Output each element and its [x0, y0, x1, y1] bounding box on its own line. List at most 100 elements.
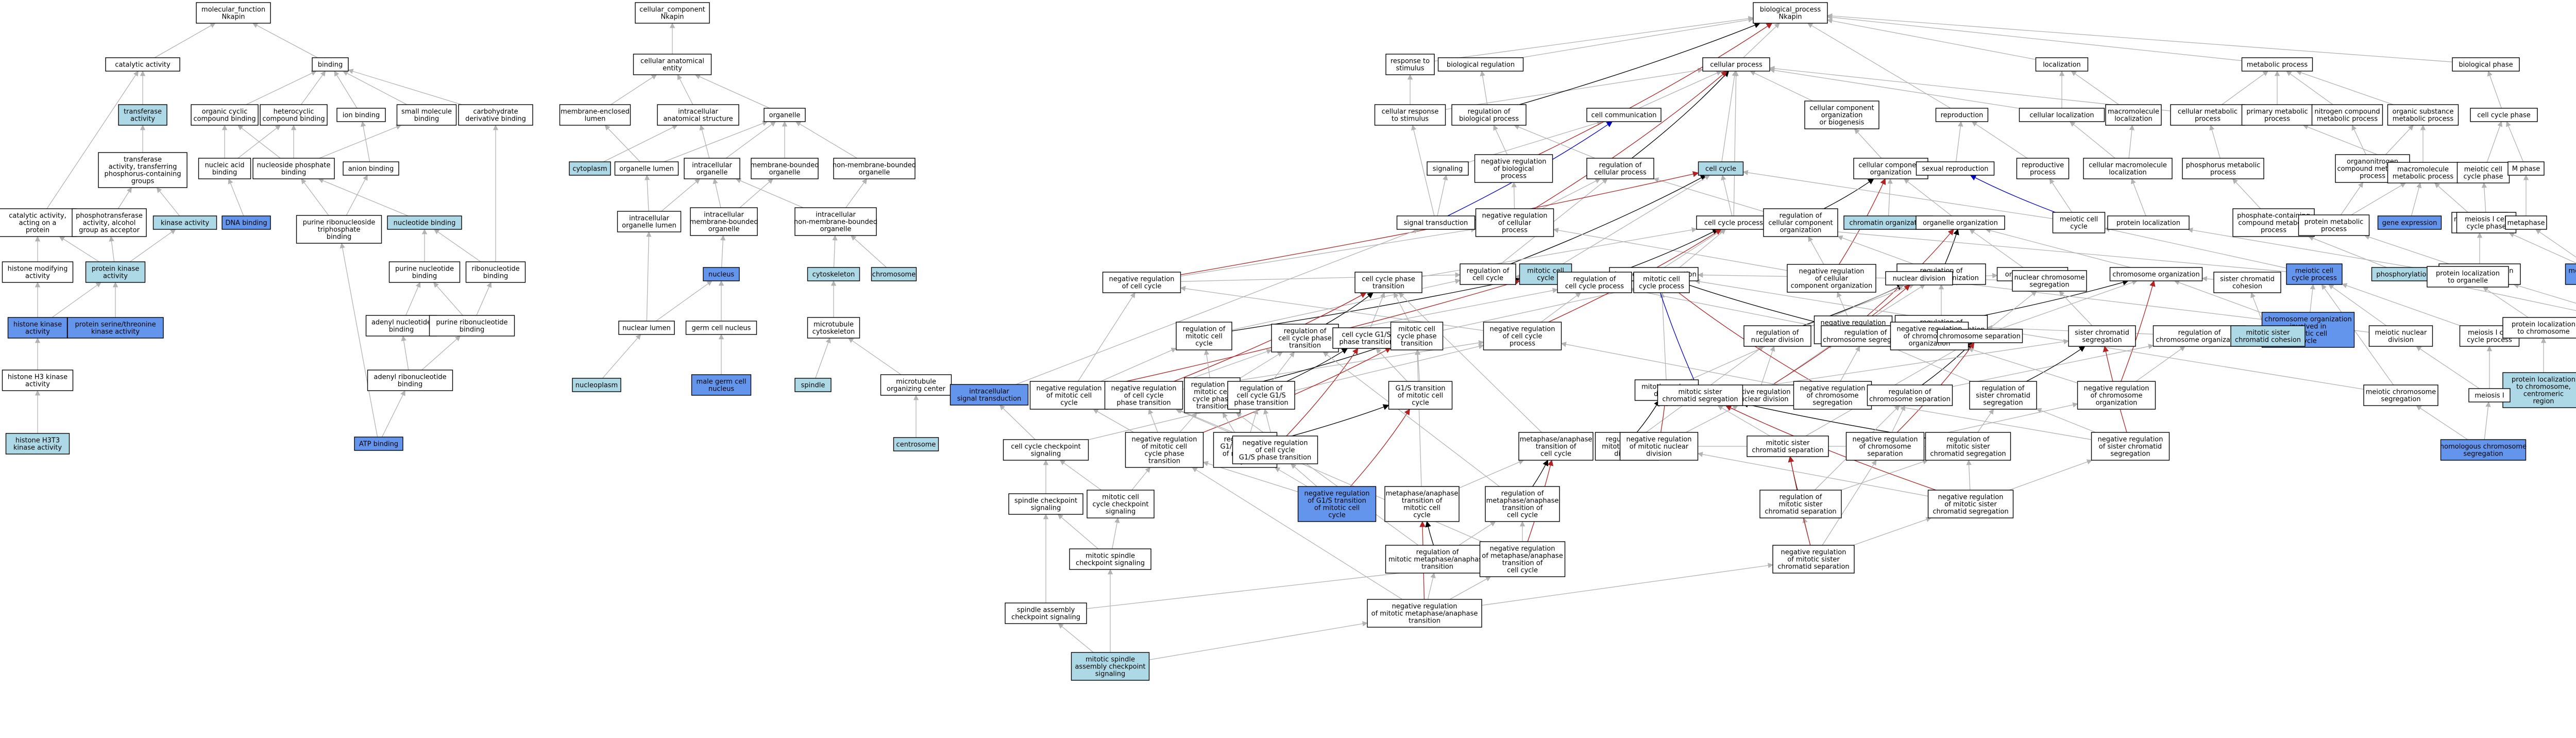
- relation-edge-is-a: [1826, 13, 2453, 62]
- relation-edge-is-a: [129, 229, 176, 262]
- relation-edge-part-of: [655, 280, 713, 322]
- relation-edge-is-a: [851, 235, 887, 268]
- go-term-box: [105, 57, 180, 72]
- relation-edge-is-a: [1742, 339, 2070, 390]
- go-term-node: chromosome: [871, 267, 917, 281]
- relation-edge-part-of: [661, 178, 701, 212]
- relation-edge-is-a: [1841, 459, 1928, 491]
- relation-edge-is-a: [1521, 17, 1754, 58]
- relation-edge-is-a: [2222, 71, 2268, 105]
- go-term-box: [198, 158, 251, 179]
- go-term-box: [2377, 215, 2442, 230]
- relation-edge-is-a: [1968, 347, 2078, 383]
- go-term-box: [260, 104, 328, 126]
- relation-edge-is-a: [1480, 70, 1488, 105]
- go-term-label: nuclear division: [1893, 275, 1945, 283]
- relation-edge-is-a: [1179, 412, 1197, 433]
- go-term-box: [2230, 325, 2306, 347]
- relation-edge-part-of: [602, 334, 641, 379]
- relation-edge-is-a: [405, 282, 421, 316]
- go-term-label: meiosis I: [2475, 392, 2504, 400]
- go-term-box: [1793, 381, 1872, 410]
- go-term-label: spindle: [801, 382, 825, 390]
- relation-edge-is-a: [2209, 125, 2221, 159]
- relation-edge-is-a: [2509, 232, 2576, 264]
- go-term-box: [152, 215, 217, 230]
- go-term-box: [1969, 381, 2037, 410]
- relation-edge-positively-regulates: [1970, 175, 2056, 213]
- go-term-box: [365, 315, 437, 337]
- go-term-label: ion binding: [343, 112, 380, 120]
- go-term-box: [617, 211, 682, 232]
- go-term-box: [2502, 317, 2576, 339]
- go-term-box: [684, 158, 740, 179]
- relation-edge-is-a: [2187, 227, 2428, 271]
- relation-edge-is-a: [1100, 347, 1177, 382]
- go-term-box: [807, 267, 860, 281]
- relation-edge-is-a: [381, 390, 405, 438]
- go-term-node: cell cycle process: [1696, 215, 1771, 230]
- relation-edge-is-a: [646, 231, 652, 322]
- go-term-box: [1125, 432, 1204, 468]
- go-term-label: nuclear lumen: [622, 325, 670, 332]
- relation-edge-part-of: [2484, 401, 2491, 440]
- relation-edge-is-a: [1493, 125, 1508, 155]
- go-term-box: [751, 158, 819, 179]
- relation-edge-is-a: [46, 71, 139, 209]
- go-term-label: chromosome: [872, 271, 916, 279]
- relation-edge-is-a: [2136, 346, 2185, 382]
- relation-edge-is-a: [1511, 181, 1517, 209]
- go-term-box: [2456, 162, 2510, 183]
- go-term-label: protein localization: [2116, 220, 2180, 227]
- go-term-box: [465, 261, 526, 283]
- relation-edge-is-a: [1854, 128, 1882, 159]
- go-term-box: [2241, 104, 2313, 126]
- go-term-box: [794, 378, 832, 392]
- relation-edge-is-a: [1998, 280, 2138, 330]
- go-term-box: [2083, 158, 2173, 179]
- relation-edge-regulates: [1532, 459, 1548, 487]
- go-term-box: [296, 215, 382, 244]
- go-term-node: meiosis I: [2468, 388, 2511, 402]
- relation-edge-is-a: [611, 74, 657, 105]
- relation-edge-is-a: [1840, 346, 1860, 382]
- relation-edge-is-a: [2296, 70, 2394, 105]
- go-term-box: [1104, 381, 1183, 410]
- relation-edge-is-a: [348, 69, 462, 105]
- relation-edge-is-a: [1192, 467, 1403, 600]
